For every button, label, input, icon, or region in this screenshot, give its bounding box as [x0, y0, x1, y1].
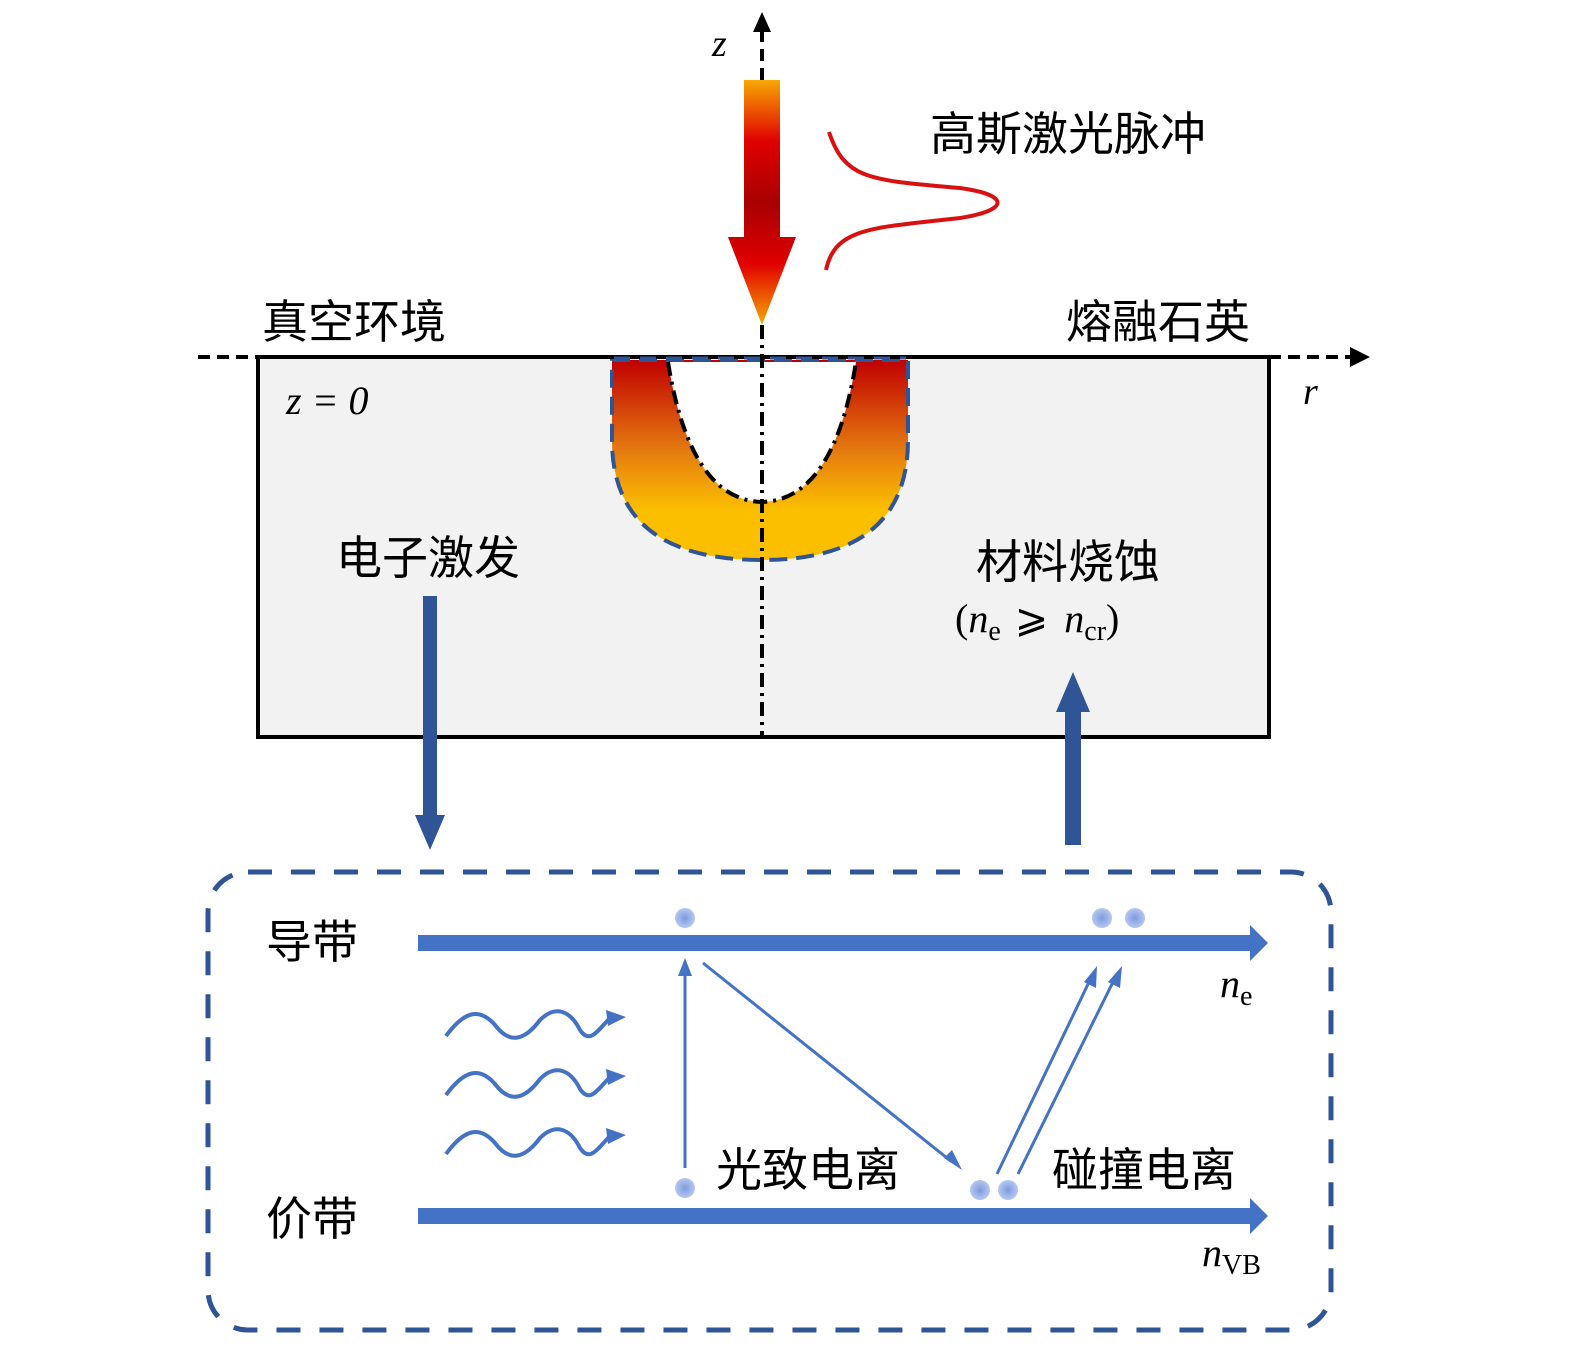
photon-arrowhead-2-icon [606, 1069, 626, 1085]
photon-wave-2-icon [444, 1068, 612, 1099]
ne-subscript: e [988, 616, 1000, 647]
impact-ionization-label: 碰撞电离 [1052, 1143, 1236, 1197]
fused-silica-label: 熔融石英 [1066, 295, 1250, 349]
impact-ionization-arrow-2-icon [1016, 979, 1116, 1175]
nvb-band-symbol: n [1202, 1230, 1222, 1275]
electron-energy-transfer-arrow-icon [702, 961, 953, 1164]
surface-label: z = 0 [285, 378, 369, 423]
valence-band-arrow-icon [418, 1198, 1268, 1234]
r-axis-arrowhead-icon [1350, 347, 1370, 367]
paren-close: ) [1106, 596, 1119, 641]
vacuum-label: 真空环境 [262, 295, 446, 349]
ablation-condition: (ne⩾ncr) [955, 596, 1119, 647]
laser-beam-arrow-icon [728, 80, 796, 325]
photon-wave-3-icon [444, 1127, 612, 1158]
photon-wave-1-icon [444, 1009, 612, 1040]
z-axis-arrowhead-icon [753, 12, 771, 32]
z-axis-label: z [711, 23, 727, 65]
photon-arrowhead-3-icon [606, 1128, 626, 1144]
ncr-subscript: cr [1084, 616, 1106, 647]
laser-pulse-label: 高斯激光脉冲 [930, 107, 1206, 161]
ncr-symbol: n [1064, 596, 1084, 641]
excitation-down-arrow-icon [415, 596, 445, 850]
photon-waves [444, 1009, 612, 1158]
electron-dot [675, 908, 695, 928]
electron-dot [1092, 908, 1112, 928]
electron-dot [970, 1180, 990, 1200]
ablation-up-arrow-icon [1056, 672, 1090, 845]
gaussian-pulse-curve-icon [824, 131, 1000, 271]
conduction-band-label: 导带 [266, 915, 358, 969]
conduction-band-arrow-icon [418, 925, 1268, 961]
photoionization-label: 光致电离 [716, 1143, 900, 1197]
electron-dot [1125, 908, 1145, 928]
ne-band-label: ne [1220, 961, 1252, 1012]
ne-band-symbol: n [1220, 961, 1240, 1006]
electron-dot [998, 1180, 1018, 1200]
electron-energy-transfer-arrowhead-icon [944, 1150, 962, 1170]
electron-dot [675, 1178, 695, 1198]
ne-band-subscript: e [1240, 981, 1252, 1012]
geq-operator: ⩾ [1015, 596, 1049, 641]
paren-open: ( [955, 596, 968, 641]
band-process-box [205, 869, 1334, 1333]
photoionization-arrowhead-icon [678, 958, 692, 976]
nvb-band-label: nVB [1202, 1230, 1261, 1281]
ne-symbol: n [968, 596, 988, 641]
impact-ionization-arrow-1-icon [995, 979, 1092, 1175]
impact-ionization-arrowhead-2-icon [1108, 966, 1122, 988]
material-ablation-label: 材料烧蚀 [976, 535, 1160, 589]
electron-excitation-label: 电子激发 [336, 531, 520, 585]
photon-arrowhead-1-icon [606, 1010, 626, 1026]
valence-band-label: 价带 [266, 1192, 358, 1246]
nvb-band-subscript: VB [1222, 1250, 1261, 1281]
impact-ionization-arrowhead-1-icon [1084, 966, 1097, 988]
r-axis-label: r [1303, 371, 1318, 413]
